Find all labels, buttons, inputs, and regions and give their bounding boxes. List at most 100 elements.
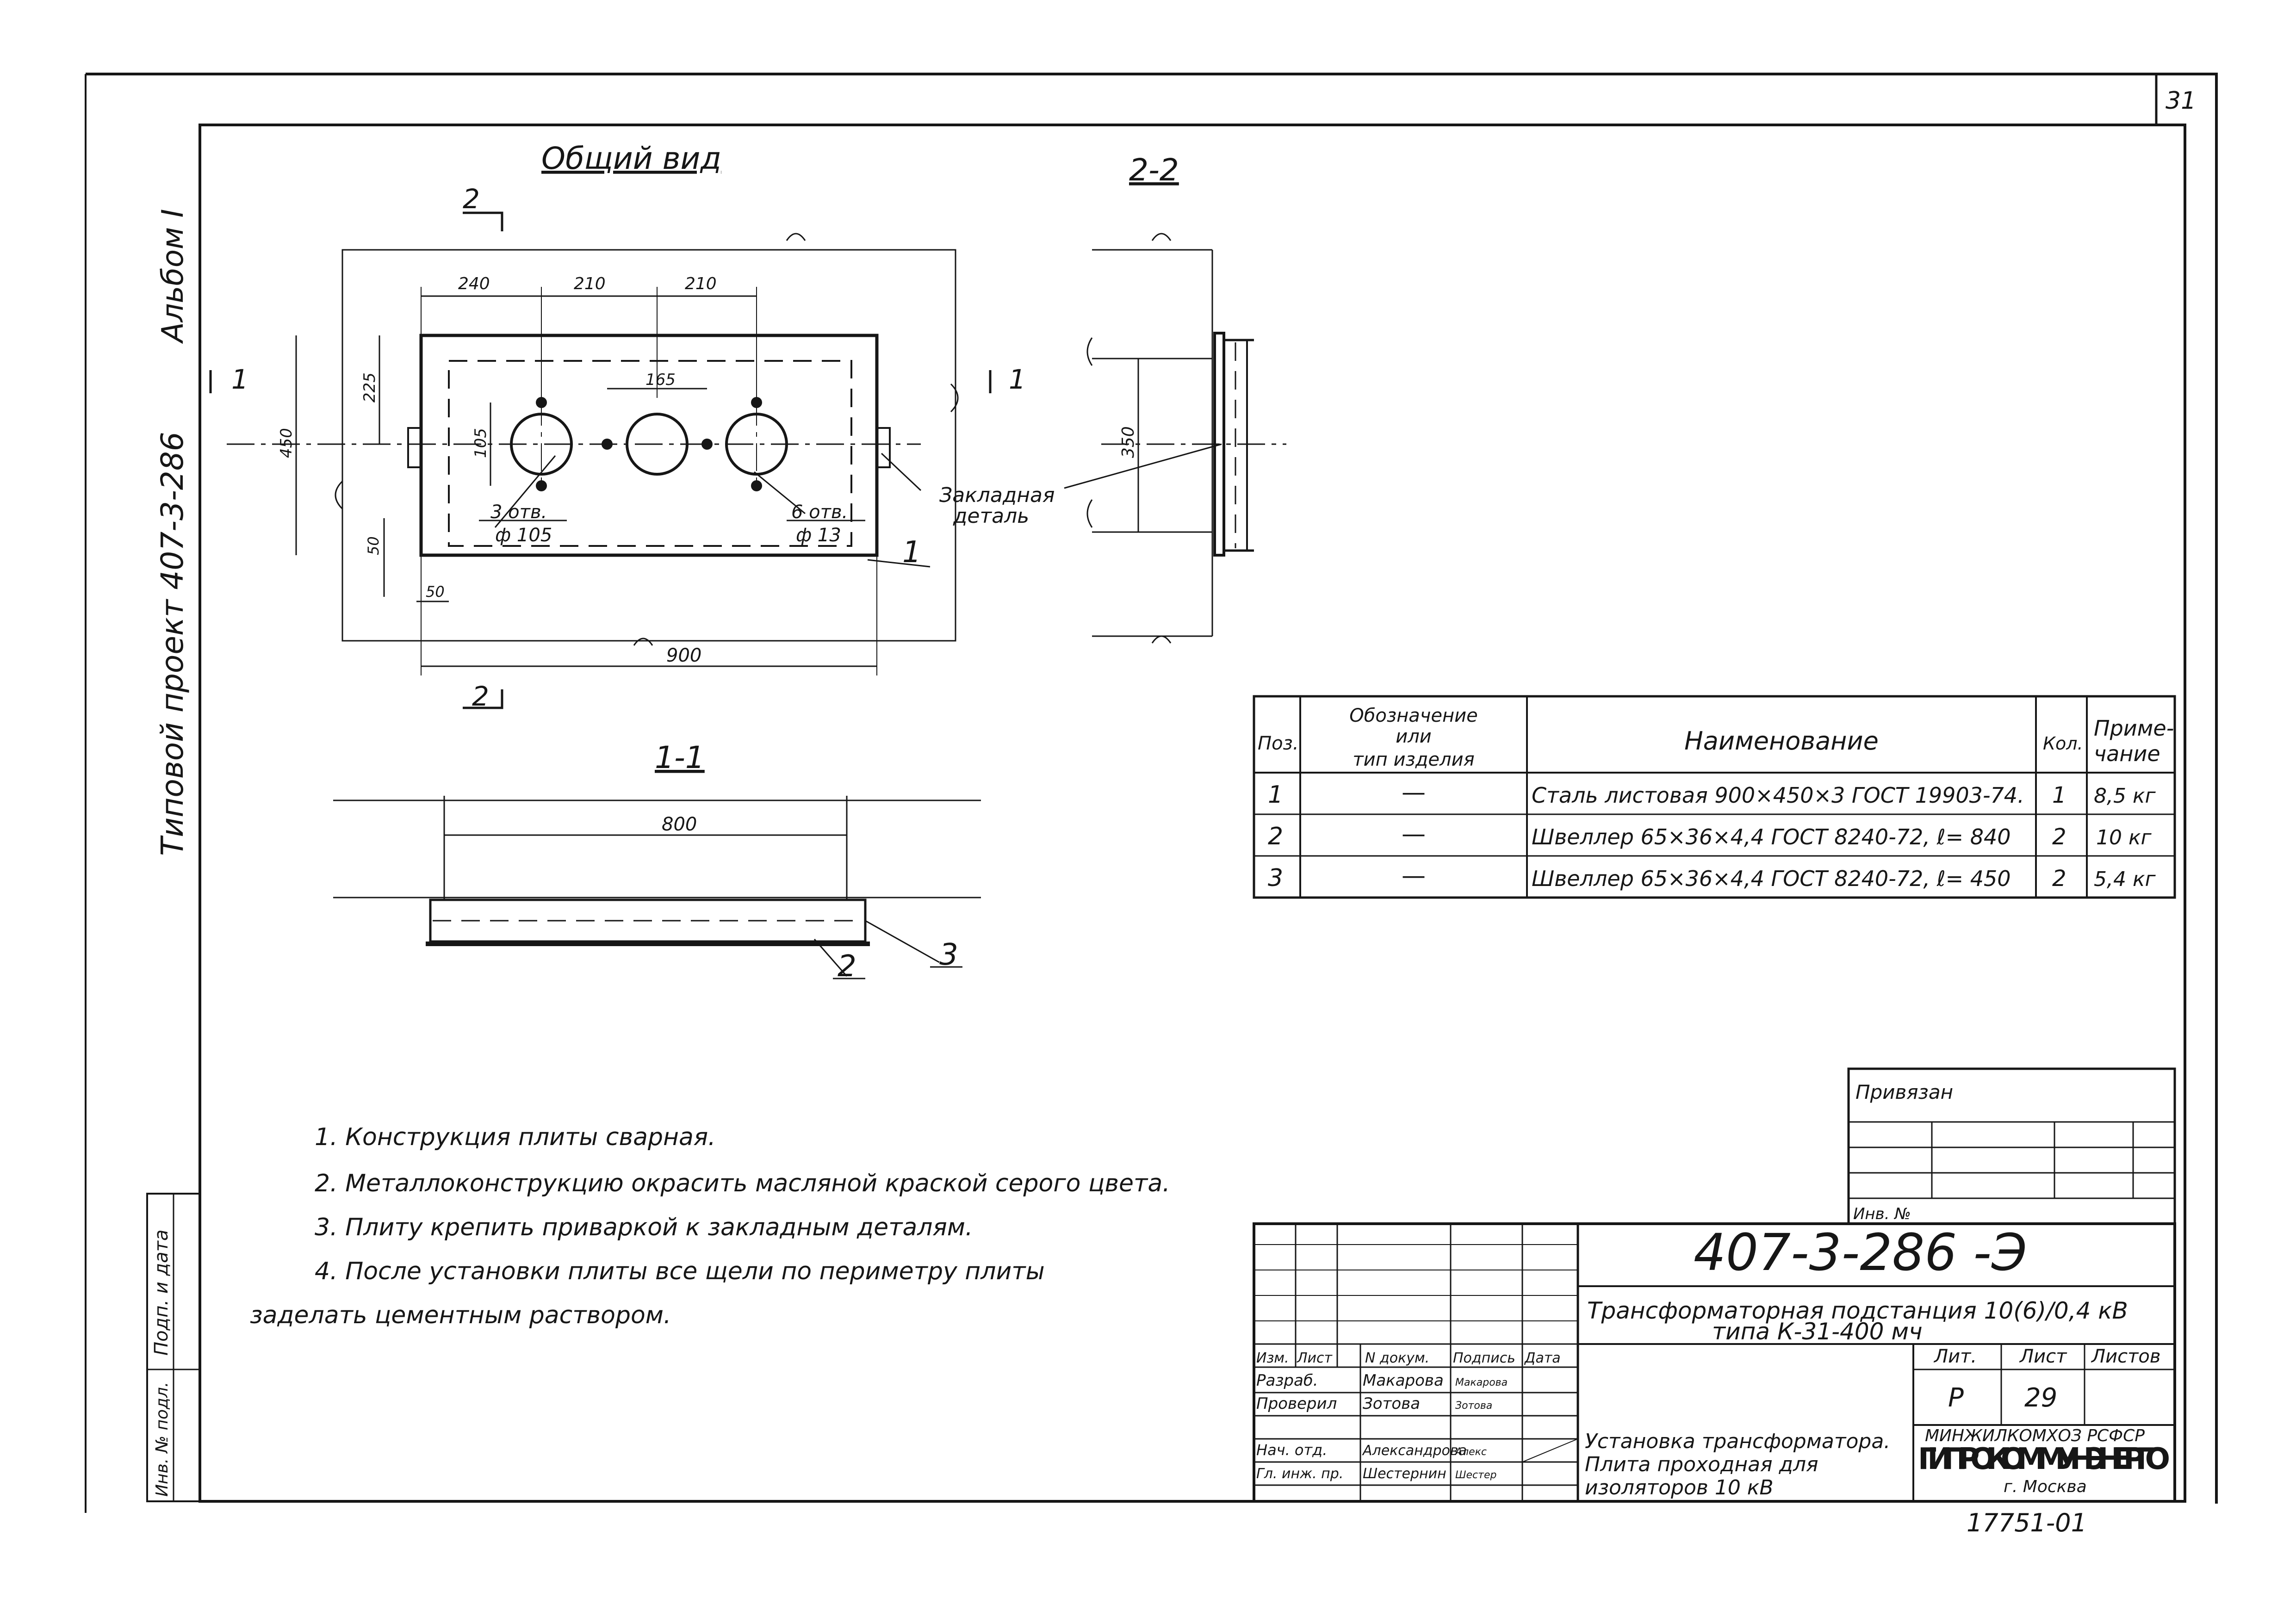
spec-row-3: 3 — Швеллер 65×36×4,4 ГОСТ 8240-72, ℓ= 4…: [1268, 862, 2156, 892]
note-2: 2. Металлоконструкцию окрасить масляной …: [315, 1170, 1170, 1197]
holes-big-count: 3 отв.: [490, 502, 547, 523]
album-label: Альбом I: [156, 209, 190, 344]
dim-210a: 210: [574, 274, 606, 293]
title-block-grid: [1253, 1222, 2176, 1503]
position-1-callout: 1: [902, 535, 921, 570]
org-city: г. Москва: [2004, 1477, 2087, 1496]
cut-mark-2-bottom: 2: [472, 681, 489, 712]
tb-stage: Р: [1948, 1383, 1964, 1413]
spec-row-note: 10 кг: [2096, 826, 2152, 849]
position-2-callout: 2: [838, 949, 856, 984]
tb-name-dept-head: Александрова: [1362, 1443, 1467, 1459]
object-line-2: типа К-31-400 мч: [1712, 1318, 1923, 1345]
tb-sign-dept-head: Алекс: [1454, 1446, 1487, 1458]
position-3-callout: 3: [939, 938, 958, 972]
note-1: 1. Конструкция плиты сварная.: [315, 1123, 716, 1151]
embedded-part-label-2: деталь: [953, 504, 1029, 528]
spec-row-note: 5,4 кг: [2094, 867, 2156, 891]
general-view-drawing: [209, 211, 1222, 709]
cut-mark-1-right: 1: [1009, 364, 1026, 395]
tb-name-chief-engineer: Шестернин: [1363, 1466, 1446, 1482]
holes-small-count: 6 отв.: [791, 502, 848, 523]
object-line-1: Трансформаторная подстанция 10(6)/0,4 кВ: [1587, 1297, 2128, 1324]
tb-header-sheet: Лист: [1297, 1350, 1333, 1366]
spec-row-designation: —: [1402, 820, 1426, 848]
tb-header-date: Дата: [1524, 1350, 1561, 1366]
spec-row-name: Швеллер 65×36×4,4 ГОСТ 8240-72, ℓ= 450: [1532, 866, 2011, 891]
spec-row-name: Сталь листовая 900×450×3 ГОСТ 19903-74.: [1532, 783, 2024, 808]
embedded-part-label-1: Закладная: [939, 483, 1055, 507]
tb-header-docno: N докум.: [1365, 1350, 1429, 1366]
org-name: ГИПРОКОММУНЭНЕРГО: [1918, 1442, 2170, 1476]
section-1-1-title: 1-1: [655, 740, 705, 775]
tb-name-checker: Зотова: [1363, 1394, 1420, 1413]
spec-row-pos: 1: [1268, 781, 1283, 809]
spec-table-grid: [1253, 695, 2176, 899]
tb-sign-developer: Макарова: [1455, 1377, 1508, 1388]
spec-header-designation-1: Обозначение: [1349, 705, 1478, 726]
holes-big-diameter: ф 105: [495, 525, 552, 546]
side-stamp-sign-date: Подп. и дата: [151, 1230, 172, 1356]
spec-header-note-1: Приме-: [2094, 716, 2174, 741]
section-1-1-drawing: [333, 796, 981, 979]
spec-row-qty: 2: [2052, 824, 2066, 850]
tb-role-chief-engineer: Гл. инж. пр.: [1256, 1466, 1343, 1482]
dim-165: 165: [645, 371, 676, 389]
spec-header-designation-2: или: [1396, 726, 1432, 747]
cut-mark-1-left: 1: [231, 364, 248, 395]
tb-name-developer: Макарова: [1363, 1371, 1444, 1390]
spec-header-pos: Поз.: [1258, 733, 1299, 754]
tb-sign-chief-engineer: Шестер: [1455, 1469, 1496, 1481]
tb-sheets-header: Листов: [2091, 1346, 2160, 1367]
spec-header-name: Наименование: [1684, 726, 1879, 756]
tb-sheet-number: 29: [2024, 1383, 2057, 1413]
dim-50-vertical: 50: [365, 536, 382, 555]
drawing-title-line-1: Установка трансформатора.: [1585, 1430, 1890, 1453]
note-4-continued: заделать цементным раствором.: [250, 1301, 671, 1329]
drawing-title-line-3: изоляторов 10 кВ: [1585, 1476, 1774, 1499]
dim-50-horizontal: 50: [426, 583, 445, 601]
tb-sheet-header: Лист: [2019, 1346, 2067, 1367]
page-number: 31: [2166, 87, 2196, 115]
tb-header-signature: Подпись: [1453, 1350, 1515, 1366]
spec-header-qty: Кол.: [2043, 733, 2083, 754]
copy-number: 17751-01: [1967, 1508, 2087, 1537]
tb-stage-header: Лит.: [1933, 1346, 1977, 1367]
spec-row-designation: —: [1402, 779, 1426, 806]
sheet-frame: [85, 73, 2218, 1513]
spec-row-pos: 3: [1268, 864, 1283, 892]
spec-row-1: 1 — Сталь листовая 900×450×3 ГОСТ 19903-…: [1268, 779, 2156, 809]
dim-800: 800: [662, 814, 697, 835]
spec-row-name: Швеллер 65×36×4,4 ГОСТ 8240-72, ℓ= 840: [1532, 824, 2011, 849]
tb-role-developer: Разраб.: [1256, 1371, 1318, 1390]
spec-header-designation-3: тип изделия: [1353, 749, 1474, 770]
org-ministry: МИНЖИЛКОМХОЗ РСФСР: [1925, 1426, 2145, 1445]
spec-header-note-2: чание: [2094, 741, 2160, 766]
spec-row-pos: 2: [1268, 823, 1283, 850]
spec-row-qty: 2: [2052, 866, 2066, 892]
dim-350: 350: [1119, 426, 1138, 458]
project-label: Типовой проект 407-3-286: [155, 432, 190, 856]
dim-210b: 210: [685, 274, 717, 293]
side-stamp: [146, 1193, 201, 1502]
tb-header-change: Изм.: [1256, 1350, 1289, 1366]
cut-mark-2-top: 2: [463, 183, 480, 215]
dim-105: 105: [472, 428, 490, 458]
note-4: 4. После установки плиты все щели по пер…: [315, 1258, 1045, 1285]
holes-small-diameter: ф 13: [796, 525, 841, 546]
general-view-title: Общий вид: [541, 141, 721, 176]
doc-code: 407-3-286 -Э: [1694, 1223, 2027, 1282]
binding-title: Привязан: [1855, 1081, 1953, 1103]
spec-row-2: 2 — Швеллер 65×36×4,4 ГОСТ 8240-72, ℓ= 8…: [1268, 820, 2152, 850]
spec-row-note: 8,5 кг: [2094, 784, 2156, 808]
dim-225: 225: [360, 372, 379, 403]
note-3: 3. Плиту крепить приваркой к закладным д…: [315, 1214, 973, 1241]
binding-inv-label: Инв. №: [1853, 1205, 1911, 1223]
side-stamp-inv-orig: Инв. № подл.: [153, 1382, 172, 1497]
dim-900: 900: [666, 645, 701, 666]
spec-row-designation: —: [1402, 862, 1426, 890]
dim-240: 240: [458, 274, 490, 293]
dim-450: 450: [277, 428, 296, 458]
tb-role-checker: Проверил: [1256, 1394, 1337, 1413]
